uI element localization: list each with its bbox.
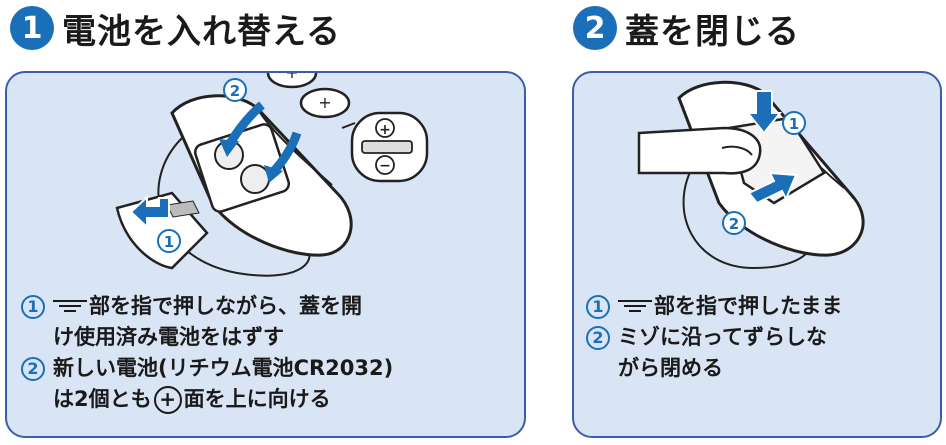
lid-arrow [129, 194, 170, 230]
step1-header: 1 電池を入れ替える [10, 4, 341, 52]
step2-circle-num-1: 1 [586, 294, 610, 319]
step2-line-1: 1 部を指で押したまま [586, 291, 842, 322]
step1-illustration: 1 + + 2 + − [115, 73, 429, 277]
slide-arrow [747, 171, 798, 205]
strap [157, 137, 311, 277]
step2-number-badge: 2 [573, 6, 617, 50]
hand [637, 126, 762, 175]
step1-line3-text: 新しい電池(リチウム電池CR2032) [53, 356, 394, 380]
battery-coin [266, 73, 318, 89]
step2-header: 2 蓋を閉じる [573, 4, 800, 52]
step1-circle-num-2: 2 [21, 356, 45, 381]
step2-line-3: がら閉める [618, 356, 723, 380]
step1-line1-text: 部を指で押しながら、蓋を開 [89, 294, 362, 318]
press-arrow [745, 90, 783, 135]
step1-circle-num-1: 1 [21, 294, 45, 319]
strap [682, 167, 811, 270]
step1-line-2: け使用済み電池をはずす [53, 325, 284, 349]
illus-label-1: 1 [789, 115, 799, 133]
step2-title: 蓋を閉じる [625, 11, 800, 52]
step2-line2-text: ミゾに沿ってずらしな [618, 325, 827, 349]
plus-mark: + [379, 122, 391, 138]
step1-number-badge: 1 [10, 6, 54, 50]
triangle-lines-icon [53, 299, 87, 312]
step2-circle-num-2: 2 [586, 325, 610, 350]
step1-panel: 1 + + 2 + − 1 部を指で押しながら、蓋を開 け使用 [5, 71, 526, 438]
plus-circle-icon: + [153, 385, 182, 414]
svg-text:+: + [318, 93, 331, 112]
battery-coin [299, 87, 351, 119]
step2-line-2: 2 ミゾに沿ってずらしな [586, 322, 842, 353]
step1-line-3: 2 新しい電池(リチウム電池CR2032) [21, 353, 393, 384]
illus-label-2: 2 [230, 82, 240, 100]
step2-instructions: 1 部を指で押したまま 2 ミゾに沿ってずらしな がら閉める [586, 291, 842, 384]
minus-mark: − [379, 158, 391, 174]
step1-instructions: 1 部を指で押しながら、蓋を開 け使用済み電池をはずす 2 新しい電池(リチウム… [21, 291, 393, 415]
step2-illustration: 1 2 [637, 80, 865, 270]
illus-label-2: 2 [729, 215, 739, 233]
svg-text:+: + [285, 73, 298, 82]
step1-line-1: 1 部を指で押しながら、蓋を開 [21, 291, 393, 322]
illus-label-1: 1 [164, 233, 174, 251]
step1-title: 電池を入れ替える [62, 11, 341, 52]
step1-line-4: は2個とも + 面を上に向ける [21, 384, 393, 415]
step2-panel: 1 2 1 部を指で押したまま 2 ミゾに沿ってずらしな がら閉める [572, 71, 942, 438]
step2-line1-text: 部を指で押したまま [654, 294, 843, 318]
triangle-lines-icon [618, 299, 652, 312]
